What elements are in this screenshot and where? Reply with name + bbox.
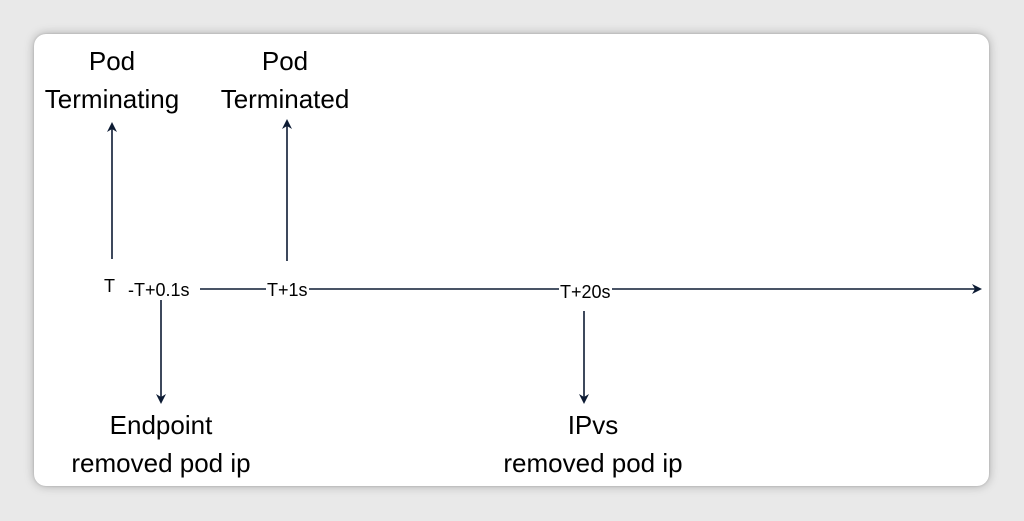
endpoint-removed-line1: Endpoint xyxy=(109,410,213,440)
pod-terminating-label: Pod Terminating xyxy=(34,42,190,118)
pod-terminated-line2: Terminated xyxy=(220,84,350,114)
tick-t-plus-0-1s: -T+0.1s xyxy=(127,280,191,300)
pod-terminated-line1: Pod xyxy=(261,46,309,76)
ipvs-removed-label: IPvs removed pod ip xyxy=(482,406,704,482)
pod-terminating-line1: Pod xyxy=(88,46,136,76)
ipvs-removed-line2: removed pod ip xyxy=(503,448,683,478)
tick-t: T xyxy=(104,276,115,296)
endpoint-removed-label: Endpoint removed pod ip xyxy=(50,406,272,482)
pod-terminating-line2: Terminating xyxy=(44,84,180,114)
tick-t-plus-1s: T+1s xyxy=(266,280,309,300)
pod-terminated-label: Pod Terminated xyxy=(206,42,364,118)
endpoint-removed-line2: removed pod ip xyxy=(71,448,251,478)
ipvs-removed-line1: IPvs xyxy=(567,410,619,440)
diagram-card xyxy=(34,34,989,486)
tick-t-plus-20s: T+20s xyxy=(559,282,612,302)
